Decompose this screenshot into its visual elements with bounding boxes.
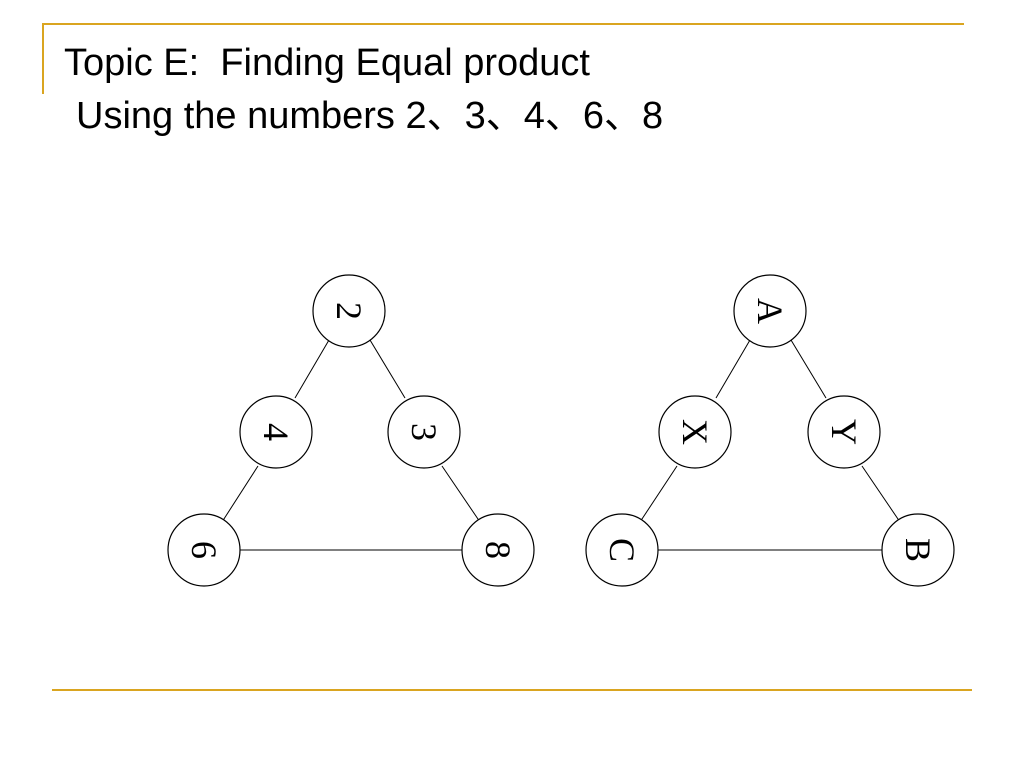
node-bottom-left-label: C	[602, 538, 642, 562]
node-top-label: 2	[329, 302, 369, 320]
edge-midleft-bottomleft	[221, 465, 259, 523]
node-bottom-left: 6	[167, 513, 241, 587]
node-mid-right: Y	[807, 395, 881, 469]
node-mid-left: X	[658, 395, 732, 469]
edge-midleft-bottomleft	[639, 465, 678, 523]
letter-triangle: A X Y C B	[585, 274, 955, 587]
edge-top-midright	[790, 339, 827, 399]
number-triangle: 2 4 3 6 8	[167, 274, 535, 587]
node-mid-left-label: X	[675, 419, 715, 445]
node-bottom-right: B	[881, 513, 955, 587]
node-bottom-right-label: 8	[478, 541, 518, 559]
edge-midright-bottomright	[861, 465, 901, 523]
edge-top-midleft	[715, 339, 751, 399]
bottom-rule	[52, 689, 972, 691]
node-bottom-left: C	[585, 513, 659, 587]
node-bottom-left-label: 6	[184, 541, 224, 559]
slide-title-line-1: Topic E: Finding Equal product	[64, 42, 590, 84]
node-mid-left: 4	[239, 395, 313, 469]
node-bottom-right-label: B	[898, 538, 938, 562]
edge-top-midright	[369, 339, 406, 399]
edge-midright-bottomright	[441, 465, 481, 523]
node-mid-left-label: 4	[256, 423, 296, 441]
node-mid-right-label: Y	[824, 419, 864, 445]
node-top: A	[733, 274, 807, 348]
slide-title-line-2: Using the numbers 2、3、4、6、8	[76, 95, 664, 137]
top-rule	[42, 23, 964, 25]
node-top: 2	[312, 274, 386, 348]
node-bottom-right: 8	[461, 513, 535, 587]
edge-top-midleft	[294, 339, 330, 399]
node-mid-right-label: 3	[404, 423, 444, 441]
node-mid-right: 3	[387, 395, 461, 469]
node-top-label: A	[750, 298, 790, 324]
left-rule	[42, 23, 44, 94]
